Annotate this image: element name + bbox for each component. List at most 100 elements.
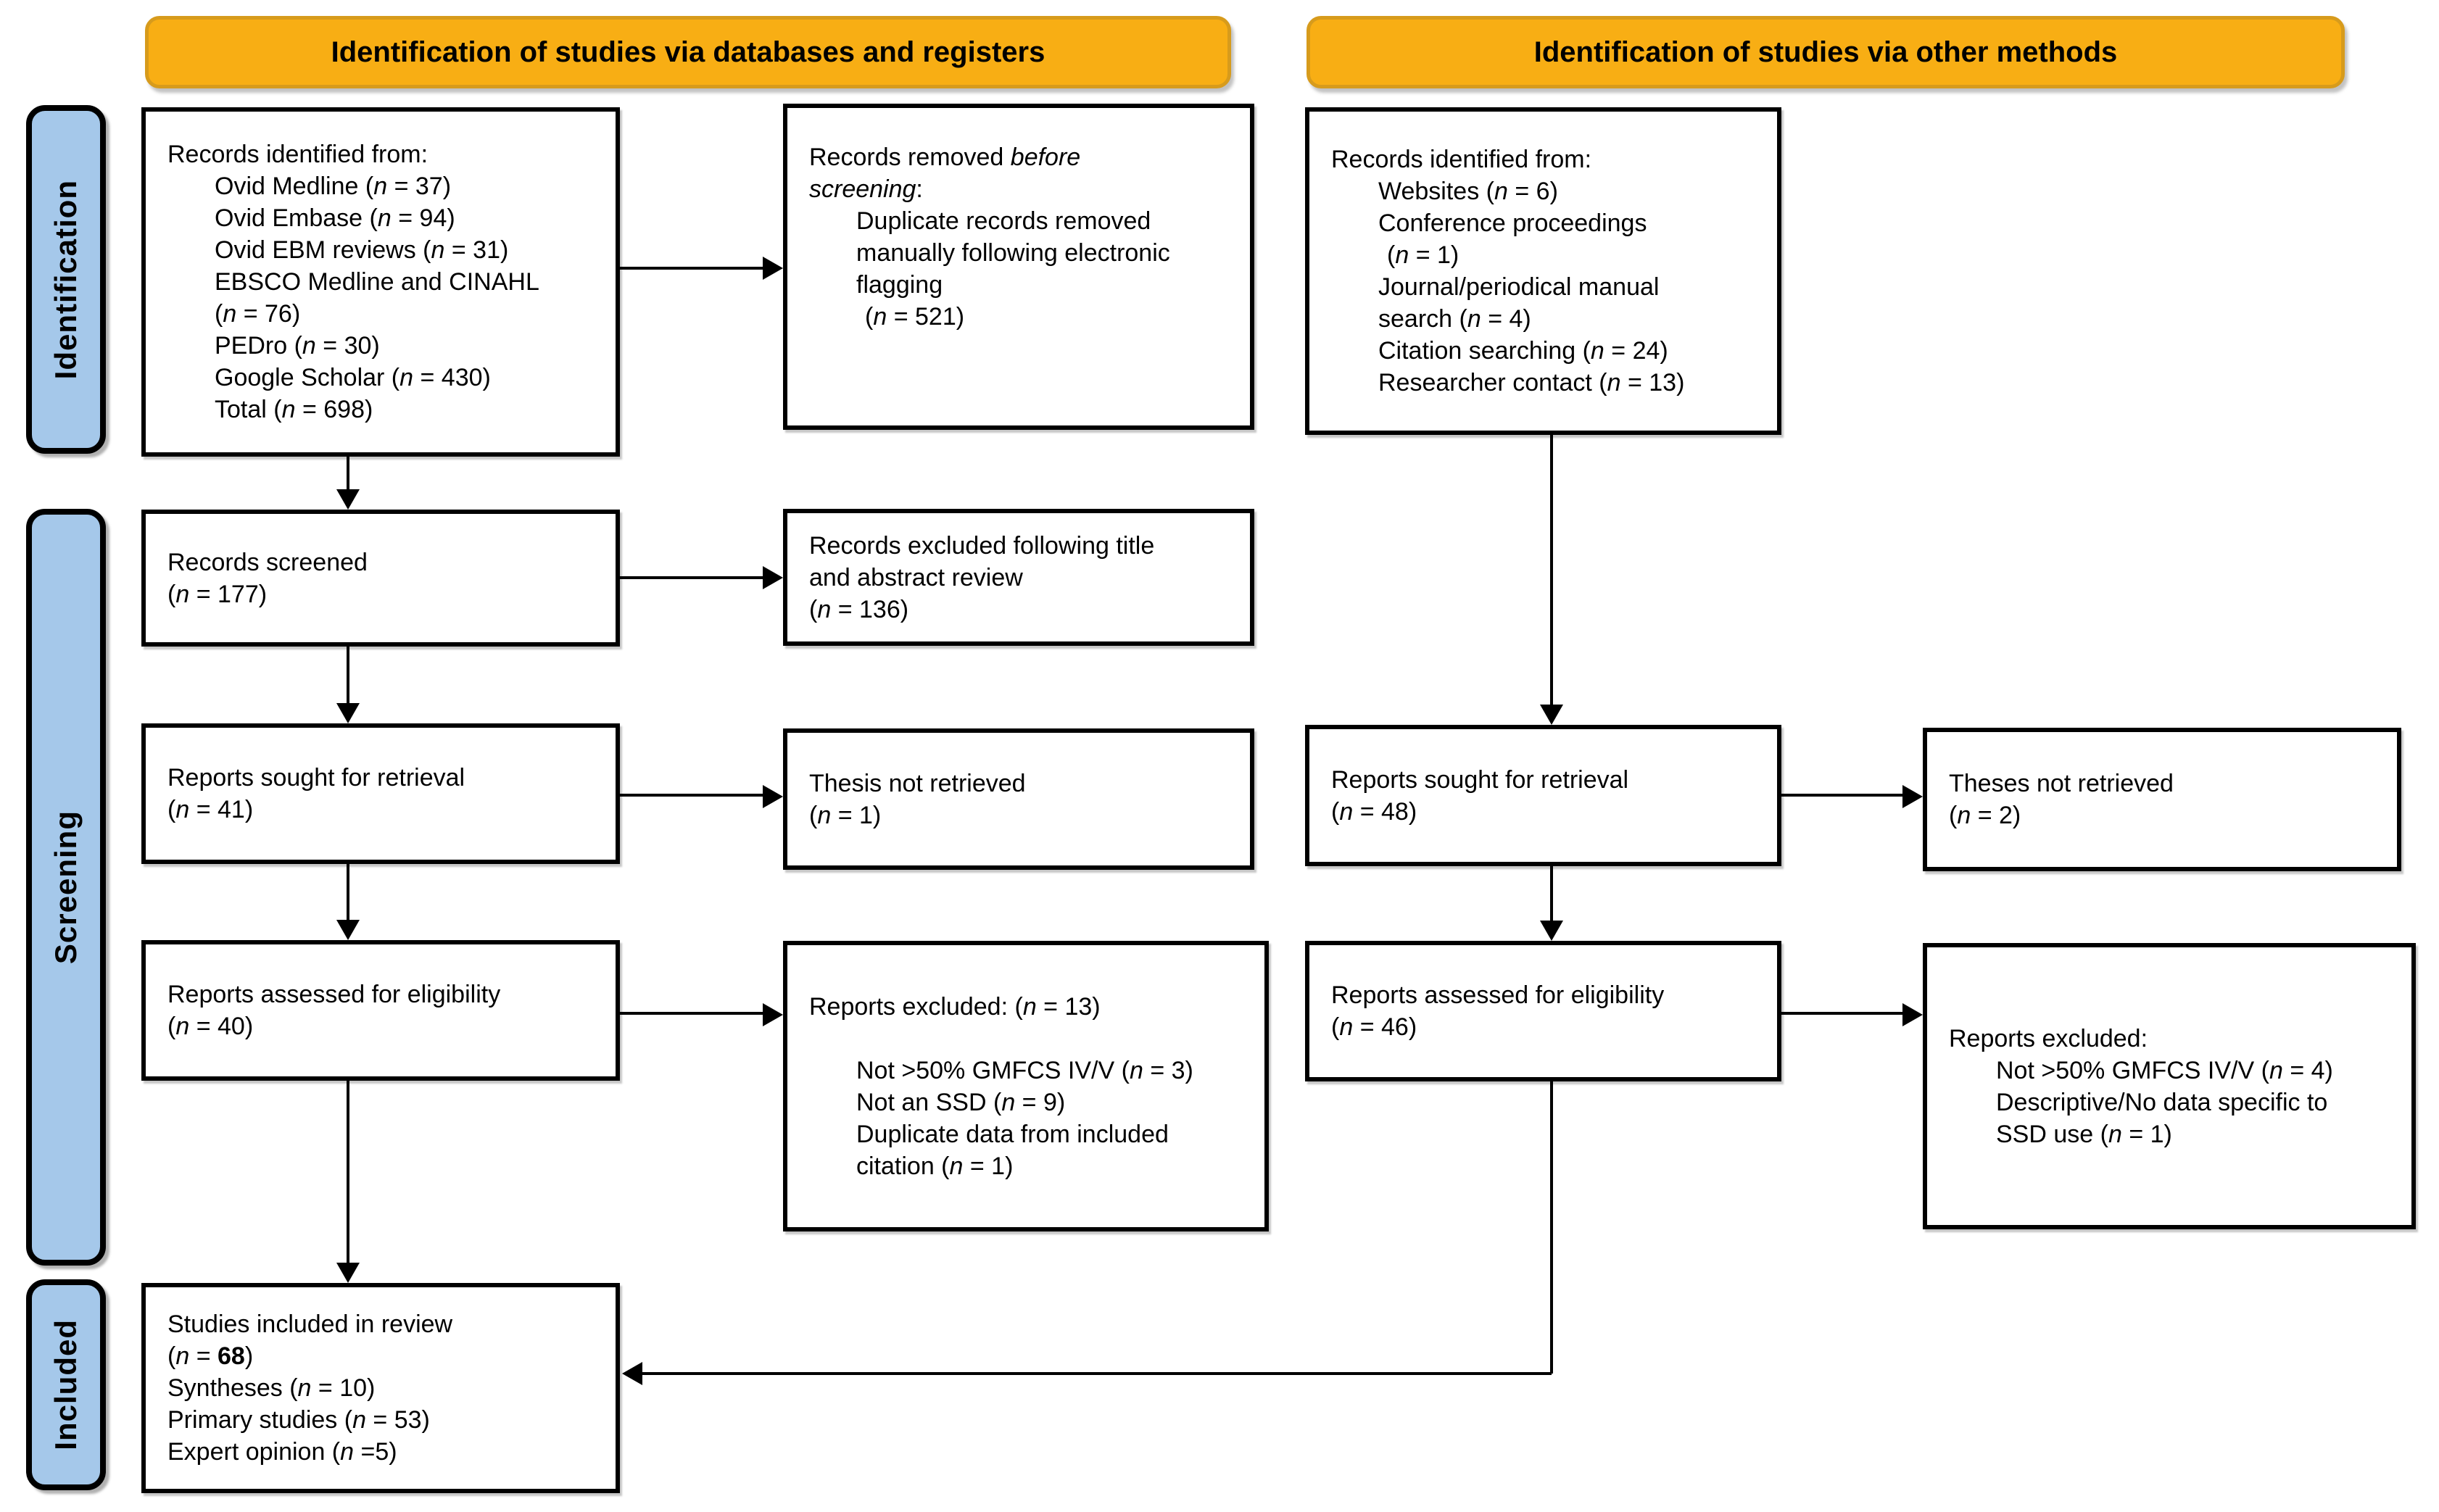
arrow-other-assessed-to-excluded-line xyxy=(1781,1012,1902,1015)
sidebar-stage-screening-label: Screening xyxy=(49,810,83,965)
banner-other-methods-label: Identification of studies via other meth… xyxy=(1533,36,2118,68)
arrow-screened-to-sought-line xyxy=(347,647,349,703)
arrow-identified-to-screened-head xyxy=(336,489,360,510)
banner-databases-registers: Identification of studies via databases … xyxy=(145,16,1231,88)
box-line: and abstract review xyxy=(809,563,1023,591)
box-line: Records removed before xyxy=(809,144,1081,171)
box-line: Citation searching (n = 24) xyxy=(1378,337,1668,365)
arrow-other-sought-to-assessed-head xyxy=(1540,921,1563,941)
banner-other-methods: Identification of studies via other meth… xyxy=(1307,16,2345,88)
box-line: search (n = 4) xyxy=(1378,305,1531,333)
box-line: (n = 521) xyxy=(865,303,965,331)
box-line: PEDro (n = 30) xyxy=(215,332,380,360)
arrow-identified-to-screened-line xyxy=(347,457,349,491)
box-line: Expert opinion (n =5) xyxy=(167,1438,397,1466)
banner-databases-registers-label: Identification of studies via databases … xyxy=(331,36,1045,68)
arrow-other-sought-to-theses-head xyxy=(1902,785,1923,808)
box-line xyxy=(787,1023,1264,1055)
arrow-sought-to-thesis-head xyxy=(763,785,783,808)
box-records-excluded-title-abstract: Records excluded following title and abst… xyxy=(783,509,1254,646)
sidebar-stage-included-label: Included xyxy=(49,1319,83,1450)
box-reports-excluded-databases: Reports excluded: (n = 13) Not >50% GMFC… xyxy=(783,941,1269,1231)
box-line: (n = 136) xyxy=(809,595,909,623)
box-line: Reports excluded: xyxy=(1949,1024,2148,1052)
box-line: Records excluded following title xyxy=(809,531,1155,560)
box-reports-excluded-other: Reports excluded: Not >50% GMFCS IV/V (n … xyxy=(1923,943,2416,1229)
box-line: Records screened xyxy=(167,548,368,576)
arrow-other-sought-to-assessed-line xyxy=(1550,866,1553,921)
box-line: Thesis not retrieved xyxy=(809,769,1026,797)
box-line: manually following electronic xyxy=(856,239,1170,267)
arrow-screened-to-excluded-head xyxy=(763,566,783,589)
box-thesis-not-retrieved: Thesis not retrieved(n = 1) xyxy=(783,728,1254,870)
box-records-removed-before-screening: Records removed before screening: Duplicat… xyxy=(783,104,1254,430)
box-line: SSD use (n = 1) xyxy=(1996,1120,2172,1148)
arrow-other-sought-to-theses-line xyxy=(1781,794,1902,797)
arrow-sought-to-assessed-head xyxy=(336,920,360,940)
arrow-sought-to-assessed-line xyxy=(347,864,349,920)
box-records-identified-other: Records identified from: Websites (n = 6)… xyxy=(1305,107,1781,435)
box-reports-assessed-databases: Reports assessed for eligibility (n = 40) xyxy=(141,940,620,1081)
box-studies-included: Studies included in review (n = 68) Synthe… xyxy=(141,1283,620,1493)
sidebar-stage-identification-label: Identification xyxy=(49,179,83,380)
box-line: Theses not retrieved xyxy=(1949,770,2174,797)
sidebar-stage-identification: Identification xyxy=(26,105,106,454)
box-line: Ovid EBM reviews (n = 31) xyxy=(215,236,509,264)
box-line: flagging xyxy=(856,271,943,299)
box-line: (n = 48) xyxy=(1331,797,1417,826)
arrow-other-assessed-to-excluded-head xyxy=(1902,1003,1923,1026)
box-records-identified-databases: Records identified from: Ovid Medline (n … xyxy=(141,107,620,457)
sidebar-stage-included: Included xyxy=(26,1279,106,1490)
box-reports-sought-databases: Reports sought for retrieval(n = 41) xyxy=(141,723,620,864)
box-line: Duplicate data from included xyxy=(856,1120,1169,1148)
box-line: Journal/periodical manual xyxy=(1378,273,1660,301)
box-line: (n = 40) xyxy=(167,1013,254,1040)
box-line: Reports sought for retrieval xyxy=(1331,765,1629,794)
arrow-identified-to-removed-line xyxy=(620,267,763,270)
box-line: Not an SSD (n = 9) xyxy=(856,1088,1066,1116)
arrow-assessed-to-excluded-head xyxy=(763,1003,783,1026)
box-line: Duplicate records removed xyxy=(856,207,1151,235)
box-line: Descriptive/No data specific to xyxy=(1996,1088,2328,1116)
box-line: Records identified from: xyxy=(167,141,428,168)
box-line: citation (n = 1) xyxy=(856,1152,1014,1180)
box-line: (n = 46) xyxy=(1331,1013,1417,1041)
box-line: Primary studies (n = 53) xyxy=(167,1406,430,1434)
box-theses-not-retrieved-other: Theses not retrieved (n = 2) xyxy=(1923,728,2401,871)
arrow-other-assessed-to-included-horizontal xyxy=(642,1372,1552,1375)
arrow-identified-to-removed-head xyxy=(763,257,783,280)
box-line: (n = 2) xyxy=(1949,802,2021,829)
arrow-assessed-to-included-head xyxy=(336,1263,360,1283)
box-reports-assessed-other: Reports assessed for eligibility (n = 46) xyxy=(1305,941,1781,1081)
box-line: (n = 1) xyxy=(1387,241,1459,269)
sidebar-stage-screening: Screening xyxy=(26,509,106,1266)
box-line: Reports excluded: (n = 13) xyxy=(809,992,1101,1021)
arrow-assessed-to-excluded-line xyxy=(620,1012,763,1015)
box-line: Total (n = 698) xyxy=(215,396,373,423)
box-line: Not >50% GMFCS IV/V (n = 3) xyxy=(856,1056,1193,1084)
box-line: Conference proceedings xyxy=(1378,209,1647,237)
arrow-other-assessed-to-included-vertical xyxy=(1550,1081,1553,1374)
box-line: Ovid Embase (n = 94) xyxy=(215,204,455,232)
box-line: Records identified from: xyxy=(1331,146,1592,173)
arrow-screened-to-sought-head xyxy=(336,703,360,723)
arrow-other-identified-to-sought-head xyxy=(1540,705,1563,725)
box-line: Studies included in review xyxy=(167,1310,453,1338)
box-line: Ovid Medline (n = 37) xyxy=(215,173,452,200)
box-records-screened: Records screened(n = 177) xyxy=(141,510,620,647)
box-line: Not >50% GMFCS IV/V (n = 4) xyxy=(1996,1056,2333,1084)
box-line: Syntheses (n = 10) xyxy=(167,1374,376,1402)
box-line: Researcher contact (n = 13) xyxy=(1378,369,1685,396)
box-line: EBSCO Medline and CINAHL xyxy=(215,268,539,296)
arrow-screened-to-excluded-line xyxy=(620,576,763,579)
box-line: screening: xyxy=(809,175,923,203)
arrow-sought-to-thesis-line xyxy=(620,794,763,797)
box-line: (n = 41) xyxy=(167,796,254,823)
box-line: Google Scholar (n = 430) xyxy=(215,364,491,391)
box-line: (n = 68) xyxy=(167,1342,254,1370)
arrow-assessed-to-included-line xyxy=(347,1081,349,1263)
box-line: Reports assessed for eligibility xyxy=(1331,981,1665,1009)
box-line: Websites (n = 6) xyxy=(1378,178,1558,205)
box-line: Reports assessed for eligibility xyxy=(167,981,501,1008)
